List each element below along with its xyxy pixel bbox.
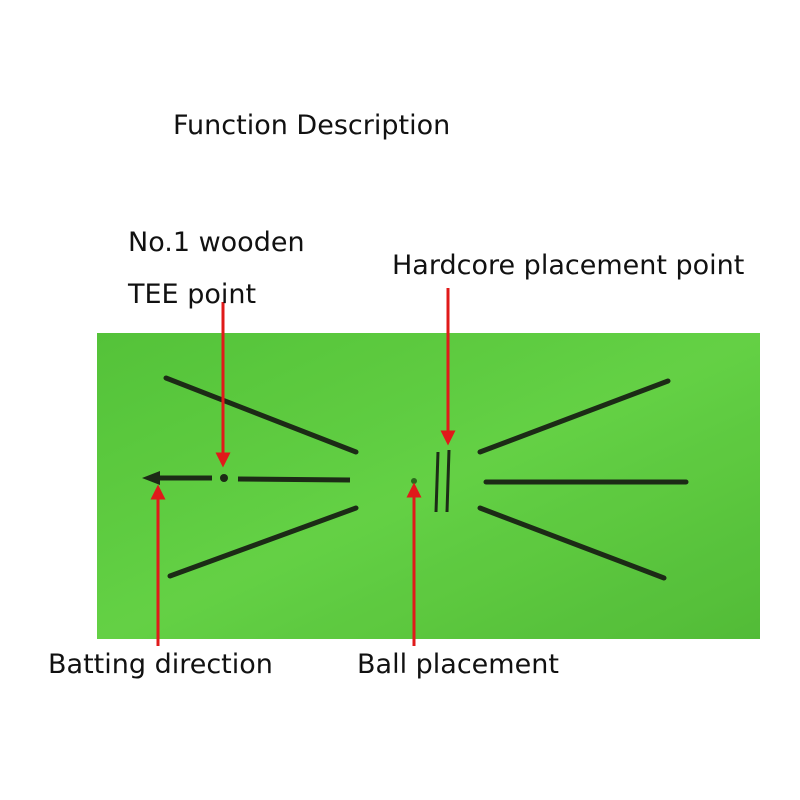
diagram-title: Function Description	[173, 110, 451, 141]
mat-texture	[97, 333, 760, 639]
batting-direction-arrowhead	[142, 471, 160, 485]
tee-point-label-line1: No.1 wooden	[128, 227, 305, 258]
tee-point-marker	[220, 474, 228, 482]
guide-line-upper-right	[477, 378, 671, 455]
hardcore-marker-line-2	[445, 449, 451, 513]
grass-mat	[97, 333, 760, 639]
guide-line-upper-left	[163, 375, 359, 455]
hardcore-marker-line-1	[434, 451, 440, 513]
ball-placement-dot	[411, 478, 417, 484]
center-line-segment	[237, 476, 351, 483]
guide-line-lower-right	[477, 505, 667, 581]
ball-placement-label: Ball placement	[357, 649, 559, 680]
guide-line-lower-left	[167, 505, 359, 579]
hardcore-placement-label: Hardcore placement point	[392, 250, 745, 281]
tee-point-label-line2: TEE point	[128, 279, 257, 310]
batting-direction-label: Batting direction	[48, 649, 273, 680]
